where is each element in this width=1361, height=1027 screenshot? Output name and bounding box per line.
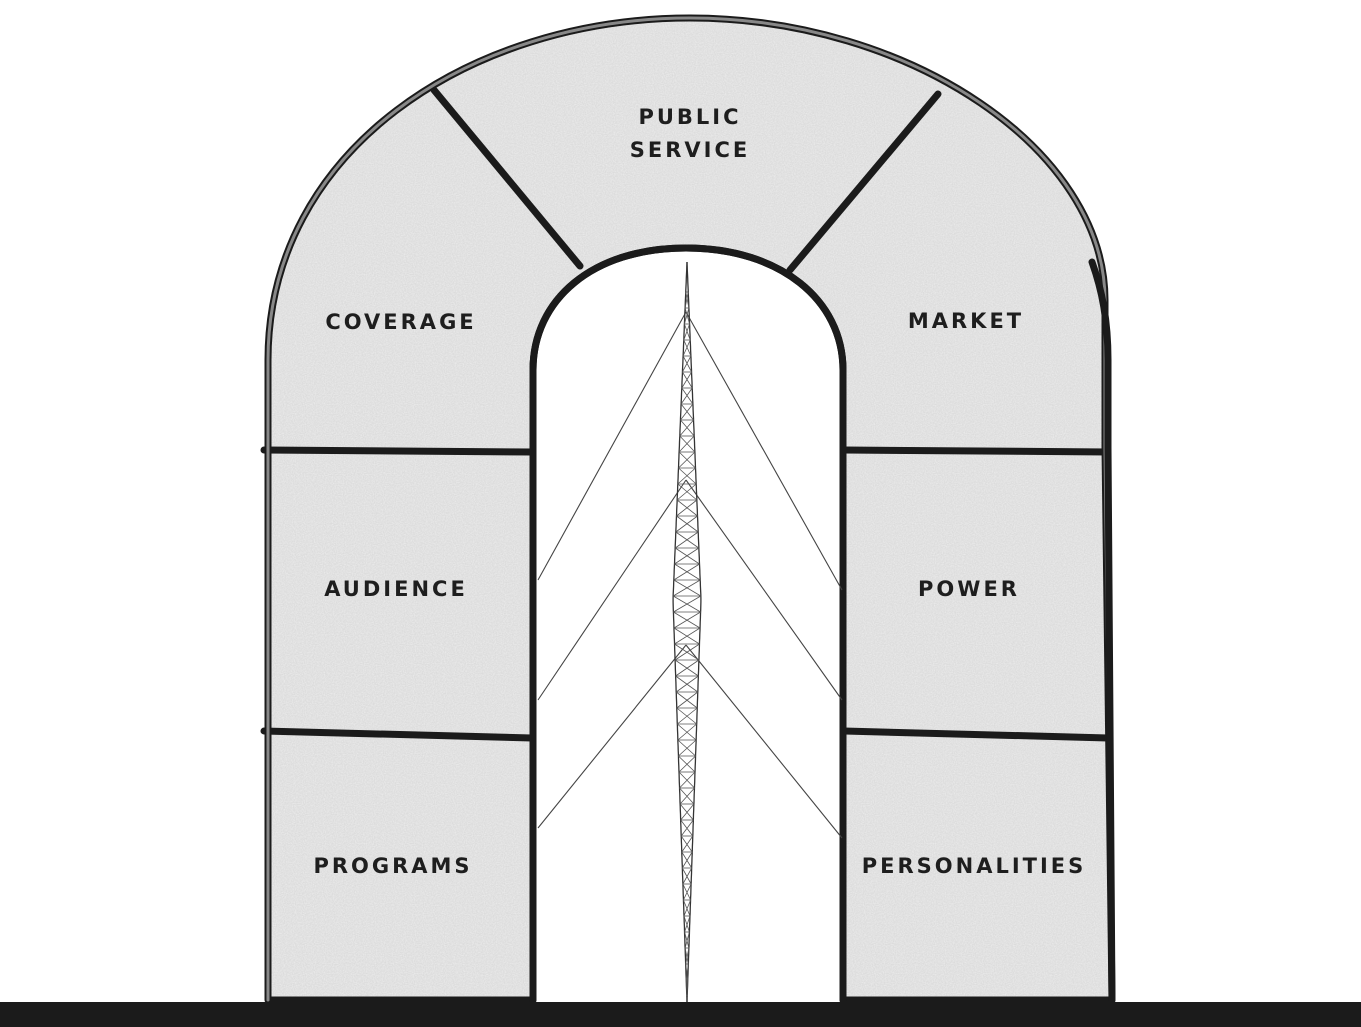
label-audience: AUDIENCE [324,577,468,601]
arch-opening [537,252,839,1000]
label-public-service-line2: SERVICE [630,138,750,162]
joint-left-upper [264,450,532,452]
joint-right-upper [844,450,1108,452]
label-coverage: COVERAGE [325,310,476,334]
label-power: POWER [918,577,1020,601]
ground-bar [0,1002,1361,1027]
label-programs: PROGRAMS [313,854,472,878]
label-market: MARKET [908,309,1024,333]
label-public-service-line1: PUBLIC [638,105,741,129]
label-personalities: PERSONALITIES [862,854,1087,878]
